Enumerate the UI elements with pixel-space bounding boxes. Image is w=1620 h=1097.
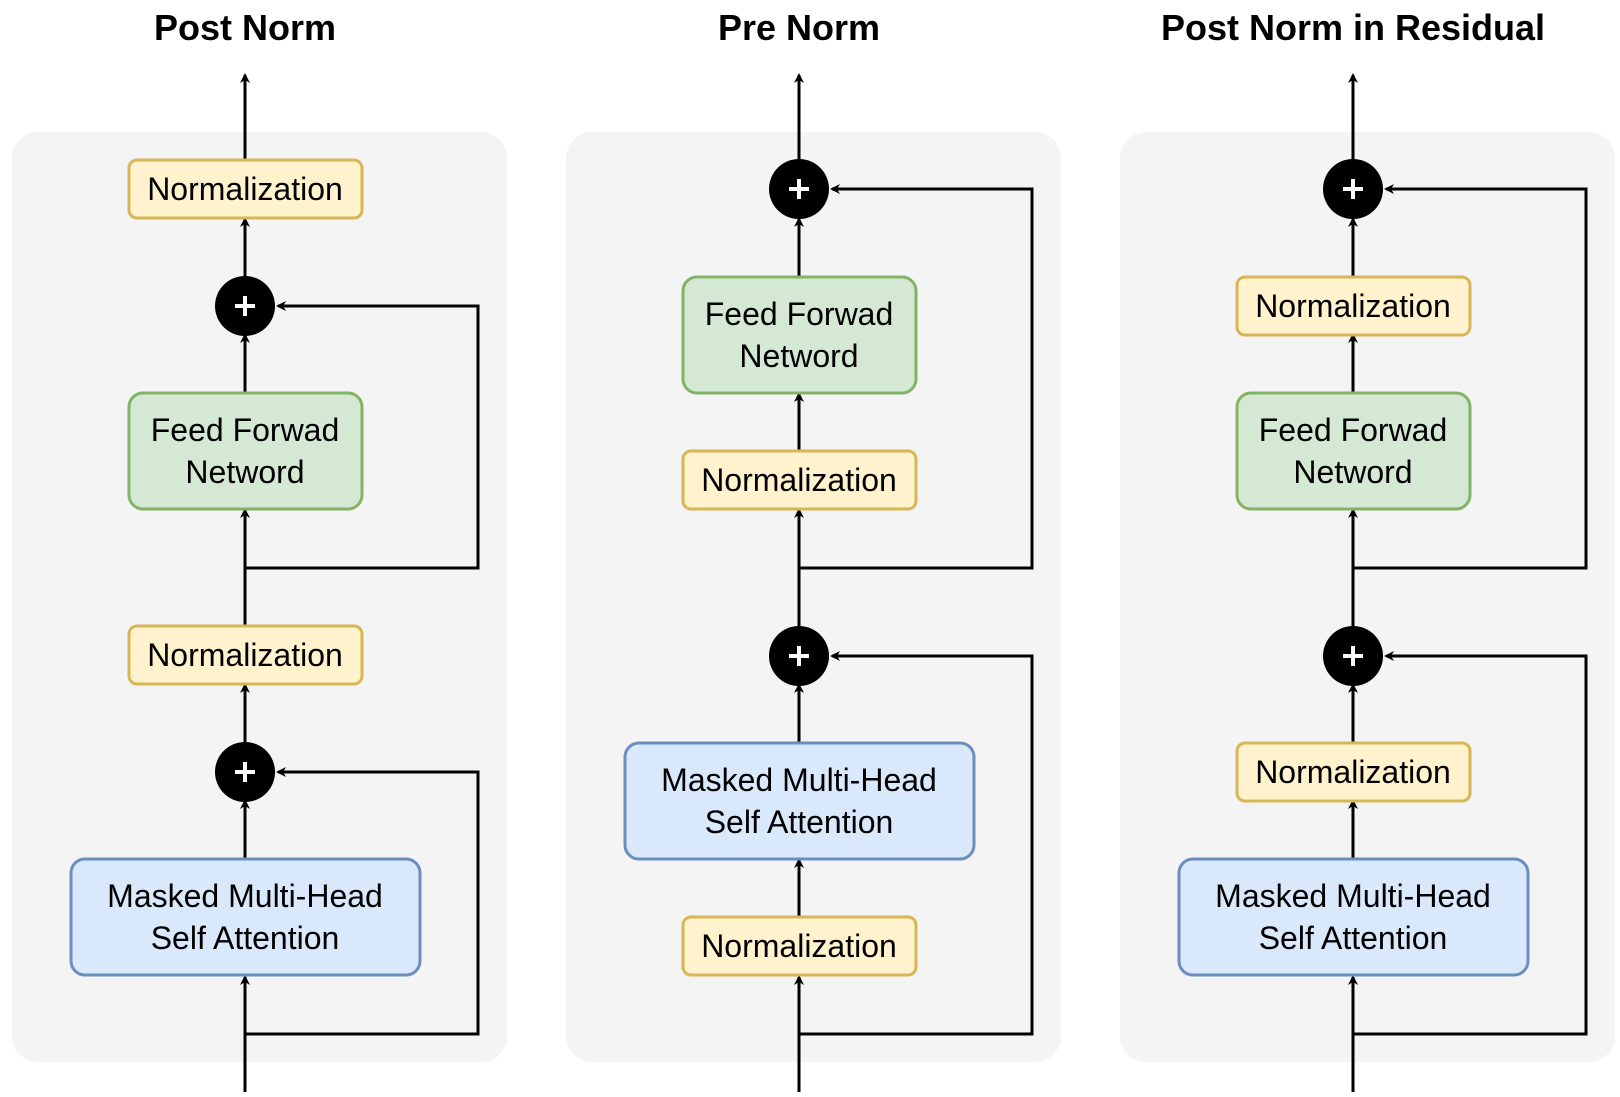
block-label: Feed Forwad [705,296,894,332]
normalization-block: Normalization [127,158,364,220]
panel-title: Post Norm [154,7,336,48]
panel-post-norm: Post Norm Normalization Feed Forwad Netw… [12,7,507,1092]
block-label: Normalization [1255,288,1451,324]
block-label: Masked Multi-Head [107,878,383,914]
feed-forward-block: Feed Forwad Netword [681,275,918,395]
normalization-block: Normalization [681,915,918,977]
block-label: Normalization [147,637,343,673]
panel-background [1120,132,1615,1062]
self-attention-block: Masked Multi-Head Self Attention [623,741,976,861]
block-label: Self Attention [1259,920,1448,956]
panel-title: Pre Norm [718,7,880,48]
block-label: Normalization [147,171,343,207]
block-label: Netword [739,338,858,374]
residual-connection [799,184,1034,570]
add-node [215,276,275,336]
panel-background [12,132,507,1062]
add-node [215,742,275,802]
self-attention-block: Masked Multi-Head Self Attention [1177,857,1530,977]
self-attention-block: Masked Multi-Head Self Attention [69,857,422,977]
add-node [1323,159,1383,219]
block-label: Self Attention [151,920,340,956]
residual-connection [1353,651,1588,1036]
normalization-block: Normalization [1235,741,1472,803]
feed-forward-block: Feed Forwad Netword [1235,391,1472,511]
panel-post-norm-in-residual: Post Norm in Residual Normalization Feed… [1120,7,1615,1092]
block-label: Normalization [701,462,897,498]
block-label: Normalization [1255,754,1451,790]
block-label: Masked Multi-Head [661,762,937,798]
normalization-block: Normalization [127,624,364,686]
residual-connection [799,651,1034,1036]
normalization-block: Normalization [681,449,918,511]
block-label: Masked Multi-Head [1215,878,1491,914]
add-node [769,626,829,686]
block-label: Normalization [701,928,897,964]
residual-connection [1353,184,1588,570]
normalization-block: Normalization [1235,275,1472,337]
block-label: Self Attention [705,804,894,840]
panel-title: Post Norm in Residual [1161,7,1545,48]
residual-connection [245,767,480,1036]
add-node [1323,626,1383,686]
block-label: Feed Forwad [151,412,340,448]
block-label: Feed Forwad [1259,412,1448,448]
panel-pre-norm: Pre Norm Feed Forwad Netword Normalizati… [566,7,1061,1092]
add-node [769,159,829,219]
residual-connection [245,301,480,570]
feed-forward-block: Feed Forwad Netword [127,391,364,511]
block-label: Netword [1293,454,1412,490]
block-label: Netword [185,454,304,490]
